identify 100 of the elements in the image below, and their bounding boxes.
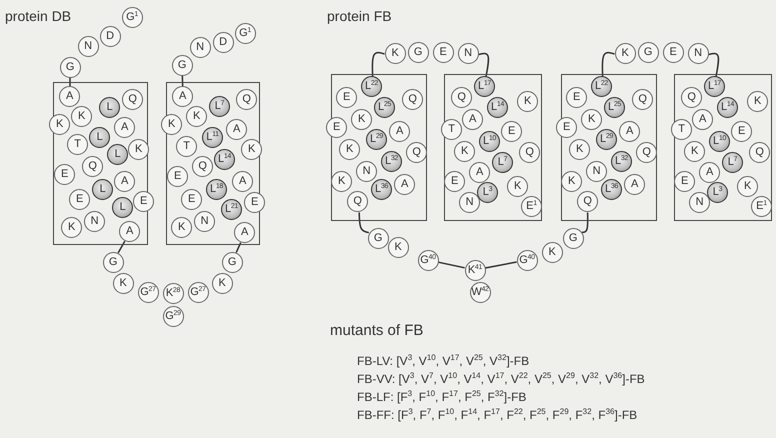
- residue-circle: E: [167, 166, 188, 187]
- residue-circle: A: [119, 221, 140, 242]
- residue-circle: Q: [122, 89, 143, 110]
- residue-circle: K: [71, 106, 92, 127]
- linker-line: [485, 261, 517, 269]
- residue-circle: Q: [636, 142, 657, 163]
- residue-circle: G: [60, 56, 80, 78]
- residue-circle: E: [133, 191, 154, 212]
- residue-circle: Q: [632, 89, 653, 110]
- residue-circle: E$^{1}$: [521, 196, 542, 217]
- residue-circle: N: [356, 161, 377, 182]
- residue-circle: L$^{14}$: [214, 149, 235, 170]
- residue-circle: G: [408, 42, 428, 62]
- residue-circle: E: [556, 117, 577, 138]
- residue-circle: A: [692, 109, 713, 130]
- residue-circle: L$^{29}$: [596, 129, 617, 150]
- residue-circle: L$^{3}$: [477, 182, 498, 203]
- residue-circle: E: [326, 117, 347, 138]
- residue-circle: K: [384, 42, 406, 64]
- linker-line: [708, 52, 720, 77]
- residue-circle: L$^{14}$: [487, 97, 508, 118]
- linker-line: [582, 212, 588, 234]
- residue-circle: L$^{10}$: [479, 131, 500, 152]
- residue-circle: G$^{1}$: [122, 6, 142, 28]
- residue-circle: Q: [402, 89, 423, 110]
- residue-circle: L$^{32}$: [611, 151, 632, 172]
- residue-circle: L$^{17}$: [704, 76, 725, 97]
- residue-circle: K: [161, 114, 182, 135]
- residue-circle: L: [92, 179, 113, 200]
- residue-circle: K: [171, 217, 192, 238]
- residue-circle: K: [614, 42, 636, 64]
- residue-circle: K: [454, 141, 475, 162]
- residue-circle: K: [569, 139, 590, 160]
- residue-circle: Q: [406, 142, 427, 163]
- residue-circle: A: [394, 174, 415, 195]
- residue-circle: K: [737, 176, 758, 197]
- residue-circle: K: [241, 139, 262, 160]
- residue-circle: G$^{1}$: [234, 22, 256, 44]
- residue-circle: L$^{7}$: [492, 152, 513, 173]
- residue-circle: N: [190, 36, 210, 58]
- residue-circle: E: [674, 171, 695, 192]
- residue-circle: L$^{3}$: [707, 182, 728, 203]
- linker-line: [438, 261, 465, 269]
- residue-circle: L: [99, 97, 120, 118]
- residue-circle: Q: [577, 191, 598, 212]
- residue-circle: L: [112, 197, 133, 218]
- linker-line: [602, 52, 615, 77]
- residue-circle: L$^{14}$: [717, 97, 738, 118]
- residue-circle: L$^{29}$: [366, 129, 387, 150]
- linker-line: [236, 242, 242, 253]
- residue-circle: E: [432, 42, 454, 62]
- residue-circle: Q: [749, 142, 770, 163]
- mutant-definition: FB-LV: [V$^{3}$, V$^{10}$, V$^{17}$, V$^{25}$, V$^{32}$]-FB: [357, 354, 530, 368]
- residue-circle: E: [244, 192, 265, 213]
- linker-line: [478, 52, 490, 77]
- residue-circle: G$^{29}$: [162, 306, 184, 326]
- residue-circle: E: [69, 189, 90, 210]
- residue-circle: N: [84, 211, 105, 232]
- residue-circle: N: [78, 36, 98, 56]
- residue-circle: K: [517, 91, 538, 112]
- residue-circle: K: [331, 171, 352, 192]
- residue-circle: L$^{22}$: [361, 76, 382, 97]
- residue-circle: K: [388, 236, 408, 258]
- residue-circle: A: [462, 109, 483, 130]
- residue-circle: Q: [451, 87, 472, 108]
- residue-circle: E: [731, 121, 752, 142]
- residue-circle: K: [542, 242, 562, 262]
- residue-circle: L$^{11}$: [202, 127, 223, 148]
- panel-title: mutants of FB: [330, 322, 424, 339]
- residue-circle: L$^{25}$: [604, 97, 625, 118]
- residue-circle: L$^{18}$: [206, 179, 227, 200]
- residue-circle: K$^{41}$: [464, 260, 486, 280]
- residue-circle: L$^{10}$: [709, 131, 730, 152]
- residue-circle: L$^{22}$: [591, 76, 612, 97]
- residue-circle: G$^{40}$: [418, 250, 438, 270]
- residue-circle: N: [689, 192, 710, 213]
- residue-circle: K: [186, 106, 207, 127]
- linker-line: [372, 52, 385, 77]
- residue-circle: T: [67, 134, 88, 155]
- linker-line: [182, 75, 184, 87]
- residue-circle: D: [212, 32, 234, 52]
- linker-line: [358, 212, 370, 234]
- residue-circle: L$^{21}$: [221, 199, 242, 220]
- residue-circle: L: [89, 127, 110, 148]
- residue-circle: A: [624, 174, 645, 195]
- residue-circle: Q: [347, 191, 368, 212]
- residue-circle: L$^{7}$: [209, 96, 230, 117]
- residue-circle: A: [699, 162, 720, 183]
- residue-circle: E: [566, 87, 587, 108]
- residue-circle: L$^{17}$: [474, 76, 495, 97]
- residue-circle: A: [619, 121, 640, 142]
- mutant-definition: FB-FF: [F$^{3}$, F$^{7}$, F$^{10}$, F$^{14}$, F$^{17}$, F$^{22}$, F$^{25}$, F$^{29}$, F$^{32}$, F$^{36}$]-FB: [357, 408, 638, 422]
- panel-title: protein FB: [327, 8, 392, 24]
- residue-circle: K: [581, 109, 602, 130]
- residue-circle: E: [662, 42, 684, 62]
- residue-circle: E: [54, 164, 75, 185]
- mutant-definition: FB-VV: [V$^{3}$, V$^{7}$, V$^{10}$, V$^{14}$, V$^{17}$, V$^{22}$, V$^{25}$, V$^{29}$, V$^{32}$, V$^{36}$]-FB: [357, 372, 645, 386]
- residue-circle: Q: [192, 156, 213, 177]
- residue-circle: A: [114, 171, 135, 192]
- residue-circle: A: [234, 222, 255, 243]
